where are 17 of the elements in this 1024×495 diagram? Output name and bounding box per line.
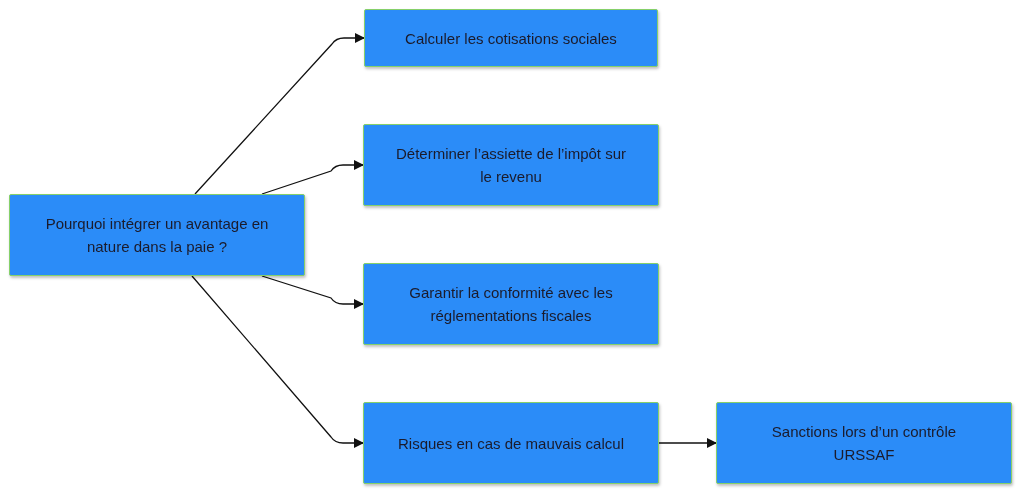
process-box xyxy=(363,124,659,206)
arrow xyxy=(194,33,365,195)
node-label: Pourquoi intégrer un avantage en nature dans la paie ? xyxy=(44,214,270,257)
arrow xyxy=(658,438,717,448)
process-box xyxy=(364,9,658,67)
node-label: Risques en cas de mauvais calcul xyxy=(397,433,625,454)
arrow xyxy=(261,160,364,195)
process-box xyxy=(716,402,1012,484)
arrow xyxy=(191,275,364,448)
node-label: Déterminer l’assiette de l’impôt sur le revenu xyxy=(394,144,628,187)
arrow xyxy=(261,275,364,309)
node-label: Garantir la conformité avec les réglementations fiscales xyxy=(408,283,614,326)
process-box xyxy=(363,402,659,484)
process-box xyxy=(9,194,305,276)
node-label: Sanctions lors d’un contrôle URSSAF xyxy=(770,422,958,465)
node-label: Calculer les cotisations sociales xyxy=(404,28,618,49)
process-box xyxy=(363,263,659,345)
